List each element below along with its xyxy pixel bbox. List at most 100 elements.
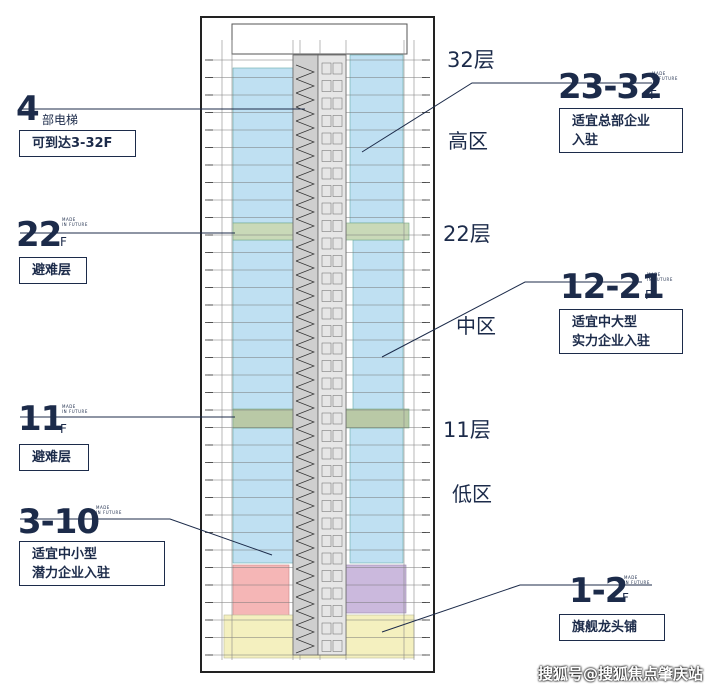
elevator-car [332, 132, 343, 145]
elevator-car [332, 237, 343, 250]
mid-made-tag: MADE IN FUTURE [647, 272, 673, 282]
elevator-car [321, 220, 332, 232]
elevator-car [332, 570, 343, 582]
purple-room [345, 564, 407, 614]
high-text-line2: 入驻 [572, 132, 599, 148]
high-text-line1: 适宜总部企业 [572, 113, 651, 129]
stair-flight [295, 260, 315, 276]
watermark: 搜狐号@搜狐焦点肇庆站 [537, 665, 703, 683]
stair-flight [295, 554, 315, 570]
stair-flight [295, 316, 315, 332]
rooftop-frame [231, 23, 408, 55]
elevator-car [321, 517, 332, 530]
elevator-car [321, 622, 332, 635]
stair-flight [295, 274, 315, 290]
low-text-line2: 潜力企业入驻 [32, 565, 111, 581]
stair-flight [295, 372, 315, 388]
floor-label-22: 22层 [443, 222, 491, 246]
elevator-car [321, 552, 332, 565]
elevator-car [332, 377, 343, 390]
zone-label-mid: 中区 [456, 314, 496, 338]
mid-number: 12-21 [560, 267, 665, 307]
zone-label-high: 高区 [448, 129, 488, 153]
refuge22-made-tag: MADE IN FUTURE [62, 217, 88, 227]
mid-text-line2: 实力企业入驻 [572, 333, 651, 349]
office-right-high [349, 54, 404, 224]
stair-flight [295, 540, 315, 556]
elevator-car [321, 132, 332, 145]
retail-box: 旗舰龙头铺 [559, 614, 665, 641]
elevator-car [321, 237, 332, 250]
elevator-car [332, 255, 343, 267]
office-left-low [232, 427, 294, 564]
elevator-car [321, 185, 332, 197]
elevator-car [321, 465, 332, 477]
refuge22-unit: F [60, 235, 67, 249]
elevator-car [332, 325, 343, 337]
elevator-car [321, 62, 332, 75]
leader-high [361, 82, 652, 153]
stair-flight [295, 120, 315, 136]
refuge11-number: 11 [18, 399, 64, 439]
stair-flight [295, 456, 315, 472]
refuge11-box: 避难层 [19, 444, 89, 471]
elevator-car [321, 342, 332, 355]
elevator-car [321, 115, 332, 127]
high-box: 适宜总部企业 入驻 [559, 108, 683, 153]
elevator-car [332, 552, 343, 565]
refuge22-text: 避难层 [32, 263, 72, 278]
office-left-high [232, 67, 294, 224]
stair-flight [295, 582, 315, 598]
stair-flight [295, 190, 315, 206]
stair-flight [295, 610, 315, 626]
stair-flight [295, 568, 315, 584]
high-number: 23-32 [558, 67, 663, 107]
stair-flight [295, 246, 315, 262]
elevator-car [332, 587, 343, 600]
stair-flight [295, 344, 315, 360]
stair-flight [295, 428, 315, 444]
elevator-car [321, 605, 332, 617]
low-text-line1: 适宜中小型 [32, 546, 98, 562]
elevator-car [321, 360, 332, 372]
elevator-car [332, 62, 343, 75]
elevator-car [321, 255, 332, 267]
mid-text-line1: 适宜中大型 [572, 314, 638, 330]
elevator-car [332, 185, 343, 197]
elevator-count: 4 [16, 89, 40, 129]
floor-label-11: 11层 [443, 418, 491, 442]
stair-flight [295, 232, 315, 248]
elevator-car [321, 167, 332, 180]
low-made-tag: MADE IN FUTURE [96, 505, 122, 515]
retail-unit: F [622, 591, 629, 605]
elevator-car [332, 500, 343, 512]
stair-flight [295, 498, 315, 514]
elevator-car [321, 150, 332, 162]
stair-flight [295, 64, 315, 80]
stair-flight [295, 596, 315, 612]
retail-text: 旗舰龙头铺 [572, 620, 638, 635]
elevator-car [332, 115, 343, 127]
stair-flight [295, 484, 315, 500]
leader-retail [381, 584, 652, 633]
elevator-car [321, 307, 332, 320]
elevator-car [321, 395, 332, 407]
elevator-car [332, 272, 343, 285]
low-number: 3-10 [18, 502, 100, 542]
stair-flight [295, 414, 315, 430]
stair-flight [295, 330, 315, 346]
elevator-count-suffix: 部电梯 [42, 113, 79, 127]
elevator-car [332, 220, 343, 232]
elevator-car [321, 290, 332, 302]
retail-number: 1-2 [569, 571, 628, 611]
elevator-car [332, 482, 343, 495]
zone-label-low: 低区 [452, 482, 492, 506]
elevator-access-text: 可到达3-32F [32, 136, 113, 151]
elevator-car [332, 465, 343, 477]
stair-flight [295, 162, 315, 178]
elevator-car [321, 430, 332, 442]
elevator-car [332, 395, 343, 407]
elevator-car [321, 535, 332, 547]
elevator-car [321, 412, 332, 425]
high-unit: F [650, 88, 657, 102]
